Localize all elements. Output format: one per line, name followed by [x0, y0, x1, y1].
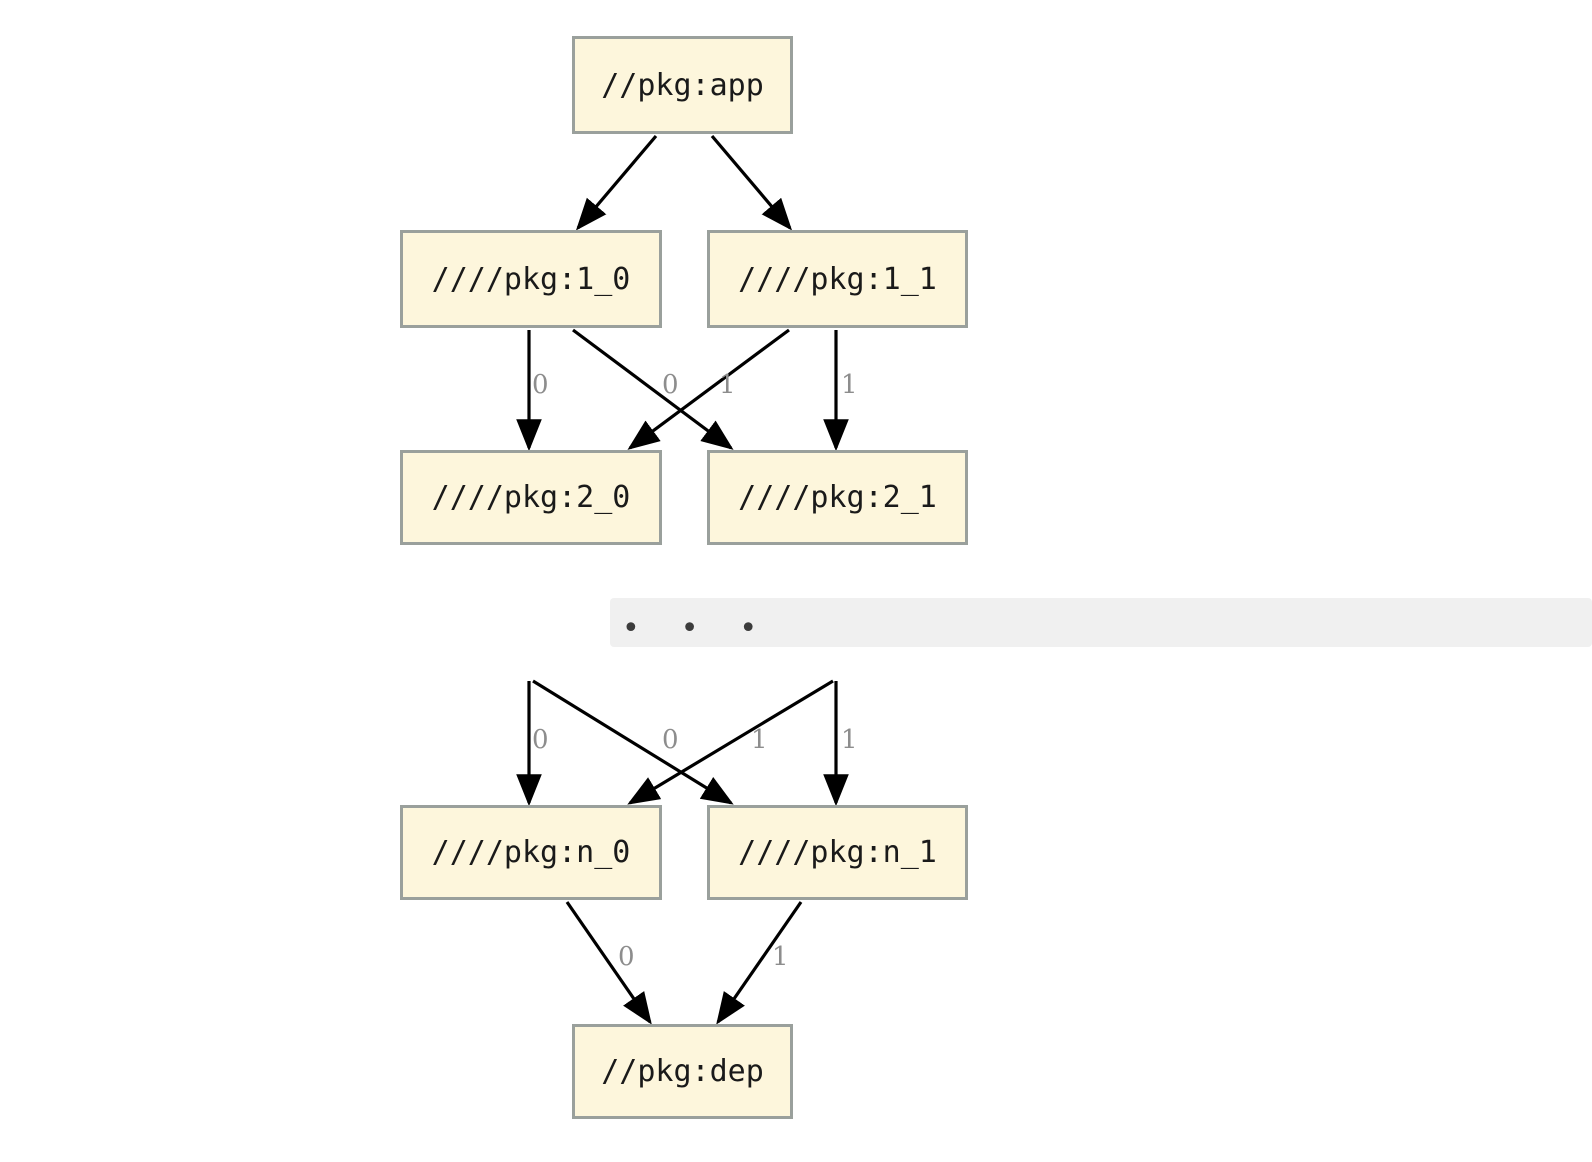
graph-node-label: ////pkg:2_0: [431, 480, 631, 515]
graph-node-label: //pkg:dep: [601, 1054, 764, 1089]
graph-node-nn_0[interactable]: ////pkg:n_0: [400, 805, 662, 900]
graph-node-n2_1[interactable]: ////pkg:2_1: [707, 450, 968, 545]
edge-label: 0: [662, 370, 679, 400]
edge-label: 0: [618, 942, 635, 972]
graph-node-label: ////pkg:n_1: [738, 835, 937, 870]
edge-label: 1: [841, 725, 858, 755]
edge-label: 0: [532, 370, 549, 400]
graph-edge: [572, 328, 734, 450]
graph-node-n2_0[interactable]: ////pkg:2_0: [400, 450, 662, 545]
graph-node-n1_0[interactable]: ////pkg:1_0: [400, 230, 662, 328]
edge-label: 1: [719, 370, 736, 400]
graph-node-n1_1[interactable]: ////pkg:1_1: [707, 230, 968, 328]
edge-group: [516, 134, 849, 1025]
graph-edge: [710, 134, 793, 231]
edge-label: 1: [751, 725, 768, 755]
graph-edge: [716, 901, 803, 1025]
edge-label: 1: [841, 370, 858, 400]
graph-node-label: ////pkg:1_0: [431, 261, 631, 297]
edge-label: 0: [532, 725, 549, 755]
graph-edge: [532, 679, 734, 805]
ellipsis-separator-band: • • •: [610, 598, 1592, 647]
graph-edge: [575, 134, 658, 231]
edge-label: 1: [772, 942, 789, 972]
graph-node-app[interactable]: //pkg:app: [572, 36, 793, 134]
ellipsis-dots: • • •: [622, 611, 771, 646]
graph-edge: [627, 328, 790, 450]
graph-node-label: ////pkg:1_1: [738, 261, 937, 297]
graph-node-label: ////pkg:2_1: [738, 480, 937, 515]
graph-node-nn_1[interactable]: ////pkg:n_1: [707, 805, 968, 900]
edge-label: 0: [662, 725, 679, 755]
graph-node-label: //pkg:app: [601, 67, 764, 103]
graph-node-label: ////pkg:n_0: [431, 835, 631, 870]
graph-node-dep[interactable]: //pkg:dep: [572, 1024, 793, 1119]
graph-edge: [565, 901, 652, 1025]
graph-edge: [627, 679, 834, 805]
